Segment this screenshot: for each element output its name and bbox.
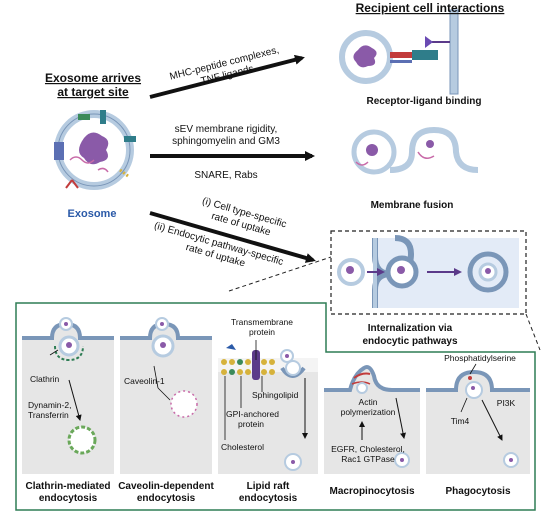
- label-phosphatidylserine: Phosphatidylserine: [444, 353, 516, 363]
- panel-caveolin-title2: endocytosis: [137, 493, 196, 504]
- arrow2-label-above2: sphingomyelin and GM3: [172, 136, 280, 147]
- panel-clathrin: [22, 317, 114, 474]
- label-actin: Actin: [359, 397, 378, 407]
- label-gpi-protein: protein: [238, 419, 264, 429]
- panel-macro-title1: Macropinocytosis: [329, 486, 414, 497]
- panel-phagocytosis: [426, 363, 530, 474]
- panel-clathrin-title1: Clathrin-mediated: [25, 481, 110, 492]
- internalization-title-line2: endocytic pathways: [362, 336, 457, 347]
- label-clathrin: Clathrin: [30, 374, 60, 384]
- label-caveolin: Caveolin-1: [124, 376, 165, 386]
- connector-left: [228, 256, 332, 292]
- panel-lipid-title2: endocytosis: [239, 493, 298, 504]
- exosome-arrives-line1: Exosome arrives: [45, 71, 141, 85]
- arrow2-label-above1: sEV membrane rigidity,: [175, 124, 278, 135]
- receptor-ligand-icon: [339, 9, 459, 95]
- label-sphingolipid: Sphingolipid: [252, 390, 299, 400]
- label-dynamin: Dynamin-2,: [28, 400, 71, 410]
- label-polymerization: polymerization: [341, 407, 396, 417]
- arrow-receptor-binding: [149, 54, 305, 99]
- membrane-fusion-title: Membrane fusion: [371, 200, 454, 211]
- label-rac1: Rac1 GTPase: [341, 454, 395, 464]
- exosome-icon: [54, 110, 136, 190]
- exosome-label: Exosome: [68, 208, 117, 220]
- membrane-fusion-icon: [351, 126, 479, 175]
- panel-caveolin: [120, 317, 212, 474]
- receptor-ligand-title: Receptor-ligand binding: [367, 96, 482, 107]
- heading-recipient: Recipient cell interactions: [356, 1, 505, 15]
- label-egfr: EGFR, Cholesterol,: [331, 444, 405, 454]
- exosome-arrives-line2: at target site: [57, 85, 129, 99]
- panel-macropinocytosis: [324, 365, 420, 474]
- panel-lipid-raft: [218, 340, 318, 474]
- label-gpi-anchored: GPI-anchored: [226, 409, 279, 419]
- label-cholesterol: Cholesterol: [221, 442, 264, 452]
- label-transmembrane-protein: protein: [249, 327, 275, 337]
- internalization-title-line1: Internalization via: [368, 323, 453, 334]
- panel-clathrin-title2: endocytosis: [39, 493, 98, 504]
- arrow-internalization: [149, 211, 316, 263]
- arrow2-label-below: SNARE, Rabs: [194, 170, 257, 181]
- panel-caveolin-title1: Caveolin-dependent: [118, 481, 214, 492]
- label-tim4: Tim4: [451, 416, 470, 426]
- internalization-schematic: [337, 235, 519, 308]
- panel-lipid-title1: Lipid raft: [247, 481, 290, 492]
- connector-right: [525, 313, 541, 351]
- panel-phago-title1: Phagocytosis: [445, 486, 510, 497]
- label-transmembrane: Transmembrane: [231, 317, 293, 327]
- label-transferrin: Transferrin: [28, 410, 69, 420]
- label-pi3k: PI3K: [497, 398, 516, 408]
